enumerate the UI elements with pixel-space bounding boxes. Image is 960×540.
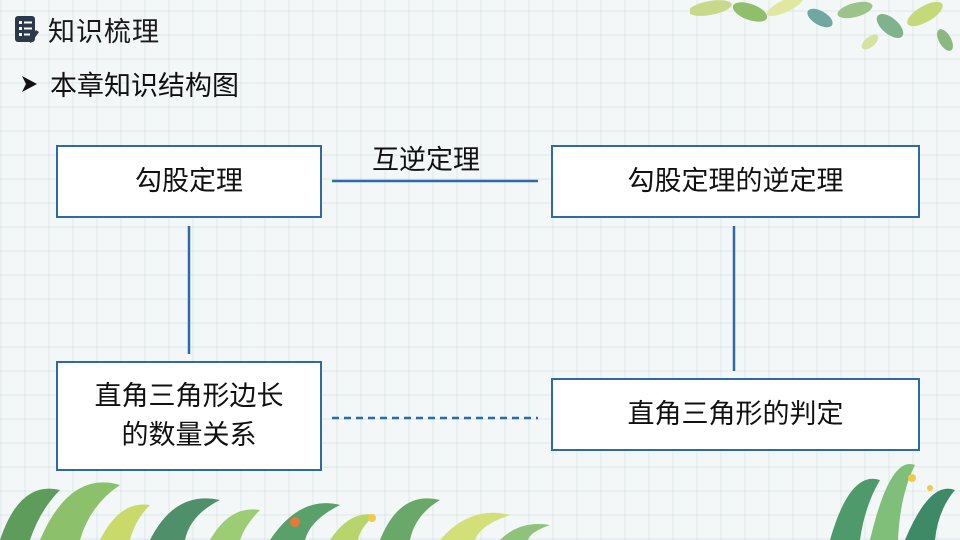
slide-header: 知识梳理 <box>14 10 160 49</box>
section-title: 本章知识结构图 <box>50 71 239 102</box>
box-pythagorean-theorem: 勾股定理 <box>56 145 322 218</box>
plant-decoration-bottom-left <box>0 482 550 540</box>
box3-line1: 直角三角形边长 <box>94 380 284 412</box>
box-right-triangle-criterion: 直角三角形的判定 <box>551 378 920 451</box>
box-side-length-relation: 直角三角形边长 的数量关系 <box>56 361 322 471</box>
connector-label: 互逆定理 <box>372 145 480 176</box>
slide-title: 知识梳理 <box>48 17 160 48</box>
list-icon <box>15 15 39 43</box>
leaf-decoration-top <box>690 0 953 51</box>
section-heading: 本章知识结构图 <box>20 64 239 103</box>
box-converse-theorem: 勾股定理的逆定理 <box>551 145 920 218</box>
arrow-right-icon <box>22 75 37 92</box>
box3-line2: 的数量关系 <box>121 420 257 451</box>
plant-decoration-bottom-right <box>830 463 955 540</box>
